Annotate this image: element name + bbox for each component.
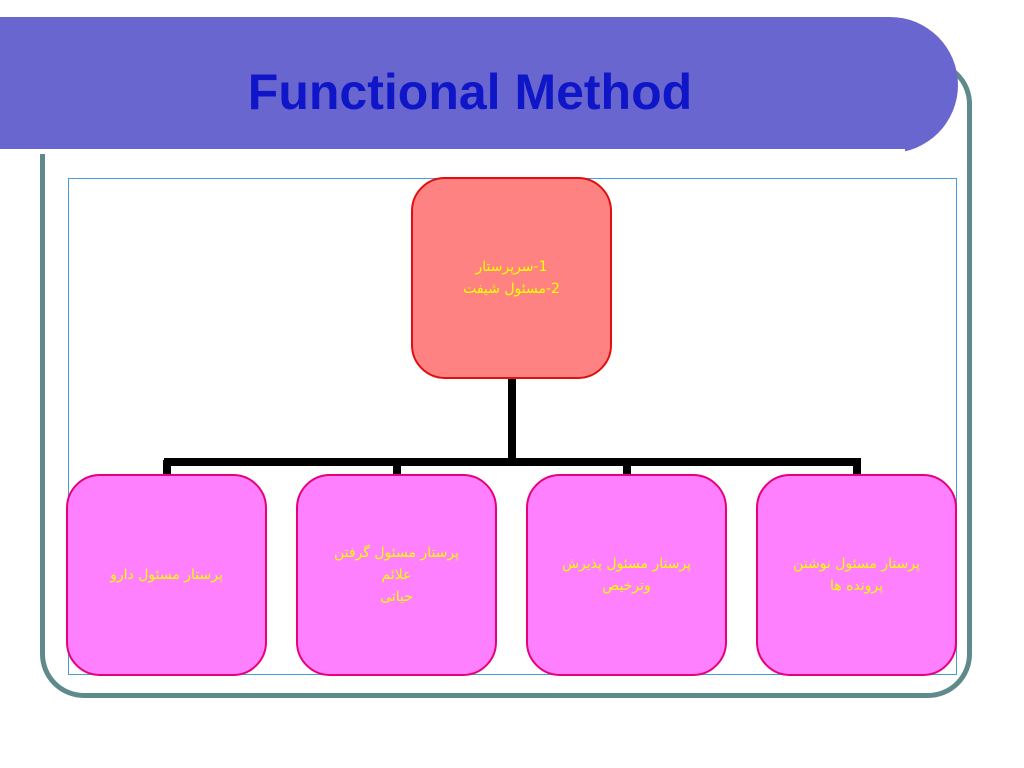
node-text-line: پرستار مسئول گرفتن	[333, 545, 460, 561]
org-node-child-4: پرستار مسئول نوشتن پرونده ها	[756, 474, 957, 676]
node-text-line: وترخیص	[602, 578, 651, 594]
node-text-line: پرستار مسئول نوشتن	[793, 556, 920, 572]
node-text-line: 1-سرپرستار	[475, 259, 548, 275]
title-banner: Functional Method	[0, 17, 958, 154]
org-node-child-2: پرستار مسئول گرفتن علائم حیاتی	[296, 474, 497, 676]
org-node-root: 1-سرپرستار 2-مسئول شیفت	[411, 177, 612, 379]
node-text-line: حیاتی	[380, 589, 413, 605]
slide-title: Functional Method	[247, 64, 693, 120]
node-text-line: پرستار مسئول دارو	[110, 567, 223, 583]
node-text-line: علائم	[381, 567, 412, 583]
node-text-line: 2-مسئول شیفت	[463, 281, 560, 297]
title-underline	[0, 149, 905, 154]
node-text-line: پرستار مسئول پذیرش	[561, 556, 692, 572]
org-node-child-1: پرستار مسئول دارو	[66, 474, 267, 676]
org-node-child-3: پرستار مسئول پذیرش وترخیص	[526, 474, 727, 676]
node-text-line: پرونده ها	[829, 578, 884, 594]
